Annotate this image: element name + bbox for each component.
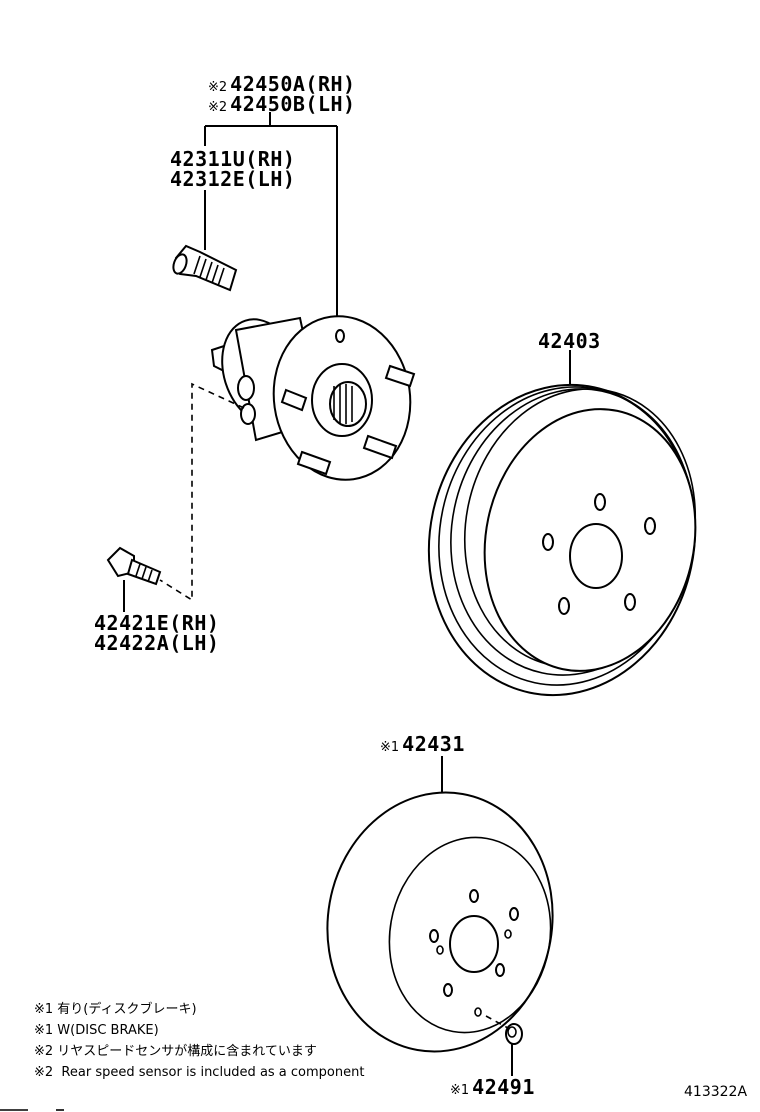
- stud-bolt-icon: [172, 244, 238, 292]
- part-number: 42450B(LH): [230, 92, 356, 116]
- part-number: 42450A(RH): [230, 72, 356, 96]
- stud-bolt-lh-label: 42312E(LH): [170, 167, 296, 191]
- hub-bolt-dashed-leader: [159, 382, 245, 602]
- brake-drum-label: 42403: [538, 329, 601, 353]
- footnote-1-jp: ※1 有り(ディスクブレーキ): [34, 1002, 197, 1017]
- brake-drum-icon: [427, 383, 697, 697]
- stud-bolt-rh-label: 42311U(RH): [170, 147, 296, 171]
- figure-number: 413322A: [684, 1084, 748, 1100]
- footnote-1-en: ※1 W(DISC BRAKE): [34, 1023, 159, 1038]
- part-number: 42431: [402, 732, 465, 756]
- footnote-2-en: ※2 Rear speed sensor is included as a co…: [34, 1065, 365, 1080]
- footnote-2-jp: ※2 リヤスピードセンサが構成に含まれています: [34, 1044, 317, 1059]
- hub-leader-lines: [204, 112, 338, 318]
- note-mark: ※2: [208, 100, 228, 115]
- hole-plug-icon: [505, 1023, 523, 1045]
- plug-dashed-leader: [485, 1015, 509, 1029]
- note-mark: ※1: [450, 1083, 470, 1098]
- hub-bearing-assembly-icon: [210, 315, 416, 481]
- note-mark: ※1: [380, 740, 400, 755]
- brake-disc-icon: [326, 791, 554, 1053]
- note-mark: ※2: [208, 80, 228, 95]
- hub-bolt-rh-label: 42421E(RH): [94, 611, 220, 635]
- part-number: 42491: [472, 1075, 535, 1099]
- hub-bolt-lh-label: 42422A(LH): [94, 631, 220, 655]
- hub-bolt-icon: [106, 546, 162, 586]
